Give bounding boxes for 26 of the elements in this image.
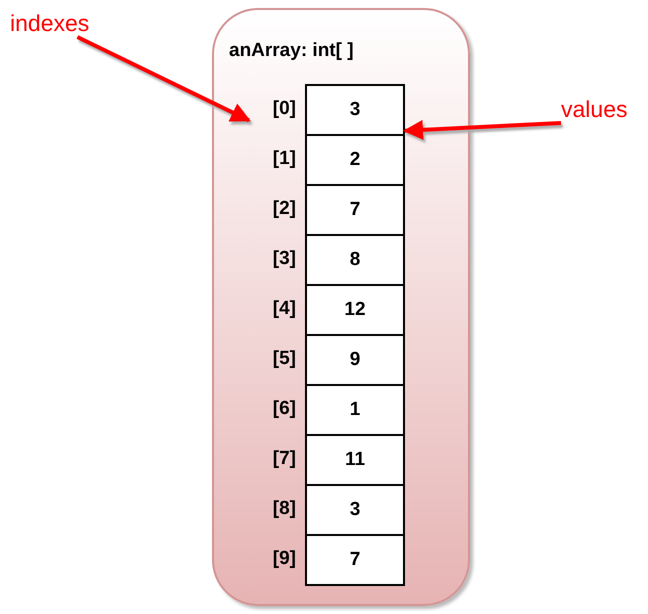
array-cell: 3 (305, 484, 405, 536)
array-cell: 12 (305, 284, 405, 336)
array-cell: 2 (305, 134, 405, 186)
callout-label: indexes (10, 10, 90, 37)
array-container (212, 8, 470, 606)
callout-label: values (561, 96, 628, 123)
index-label: [7] (272, 448, 296, 470)
index-label: [1] (272, 148, 296, 170)
array-cell: 1 (305, 384, 405, 436)
index-label: [6] (272, 398, 296, 420)
index-label: [3] (272, 248, 296, 270)
array-cell: 8 (305, 234, 405, 286)
array-cell: 11 (305, 434, 405, 486)
leader-arrow (76, 35, 251, 122)
array-title: anArray: int[ ] (229, 40, 354, 62)
leader-arrow (403, 120, 562, 140)
index-label: [4] (272, 298, 296, 320)
index-label: [5] (272, 348, 296, 370)
array-cell: 9 (305, 334, 405, 386)
index-label: [9] (272, 548, 296, 570)
array-cell: 3 (305, 84, 405, 136)
index-label: [2] (272, 198, 296, 220)
array-cell: 7 (305, 184, 405, 236)
array-cell: 7 (305, 534, 405, 586)
index-label: [0] (272, 98, 296, 120)
index-label: [8] (272, 498, 296, 520)
